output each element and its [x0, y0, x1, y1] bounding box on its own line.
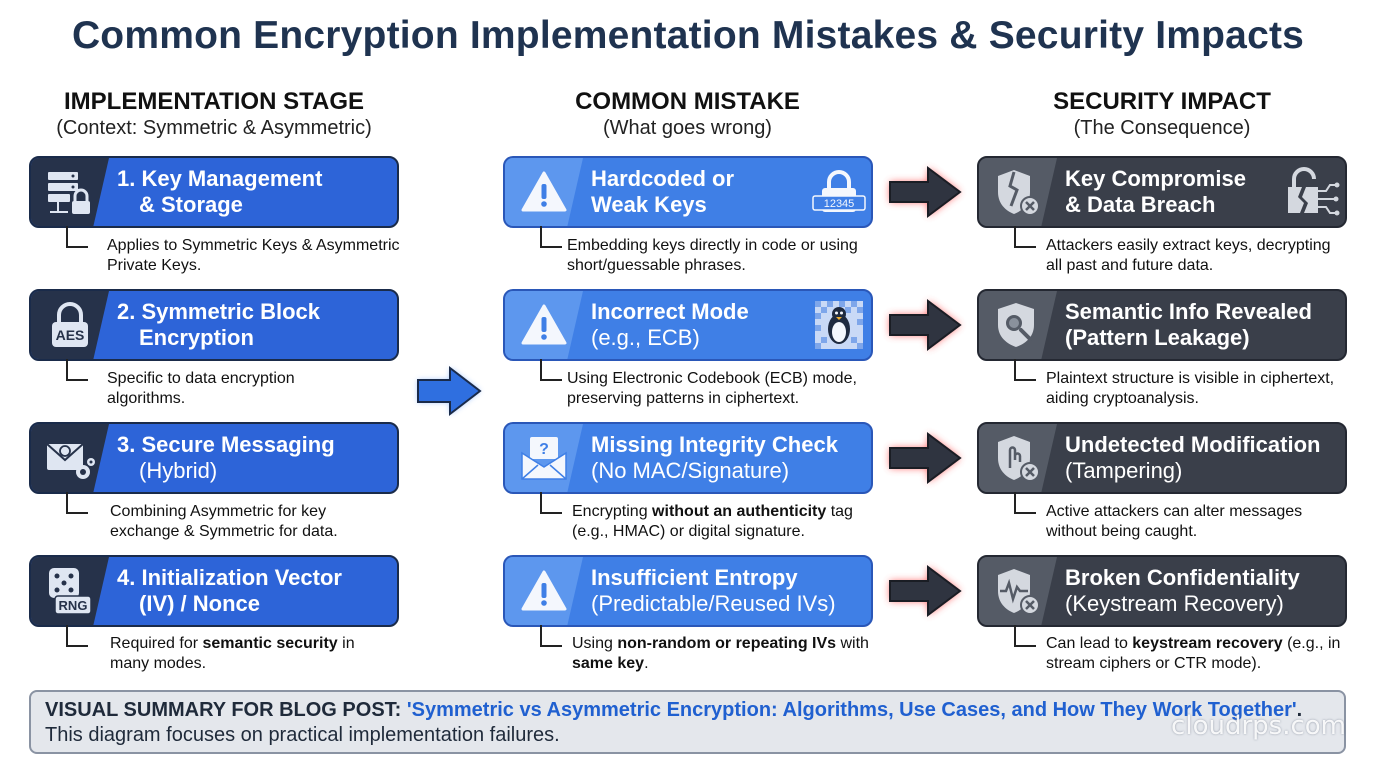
banner-line-2: This diagram focuses on practical implem…	[45, 724, 560, 746]
mistake-note: Using Electronic Codebook (ECB) mode, pr…	[567, 370, 857, 407]
connector-line	[1014, 492, 1036, 514]
column-heading: IMPLEMENTATION STAGE	[64, 88, 364, 115]
column-header-mistake: COMMON MISTAKE (What goes wrong)	[495, 88, 880, 140]
impact-box-semantic-info: Semantic Info Revealed (Pattern Leakage)	[977, 289, 1347, 361]
warning-icon	[505, 291, 583, 359]
svg-text:?: ?	[539, 441, 549, 458]
mistake-box-insufficient-entropy: Insufficient Entropy (Predictable/Reused…	[503, 555, 873, 627]
banner-line-1: VISUAL SUMMARY FOR BLOG POST: 'Symmetric…	[45, 699, 1303, 721]
connector-line	[66, 625, 88, 647]
dice-rng-icon: RNG	[31, 557, 109, 625]
impact-arrow-icon	[889, 432, 962, 484]
mistake-label: Insufficient Entropy (Predictable/Reused…	[591, 565, 836, 616]
broken-lock-circuit-icon	[1281, 158, 1345, 226]
connector-line	[540, 226, 562, 248]
impact-box-key-compromise: Key Compromise & Data Breach	[977, 156, 1347, 228]
padlock-code-icon: 12345	[807, 158, 871, 226]
email-gear-icon	[31, 424, 109, 492]
impact-box-broken-confidentiality: Broken Confidentiality (Keystream Recove…	[977, 555, 1347, 627]
mistake-note: Encrypting without an authenticity tag (…	[572, 503, 853, 540]
stage-box-key-management: 1. Key Management & Storage	[29, 156, 399, 228]
stage-note: Combining Asymmetric for key exchange & …	[110, 503, 338, 540]
stage-note: Applies to Symmetric Keys & Asymmetric P…	[107, 237, 400, 274]
warning-icon	[505, 557, 583, 625]
impact-label: Undetected Modification (Tampering)	[1065, 432, 1321, 483]
summary-banner: VISUAL SUMMARY FOR BLOG POST: 'Symmetric…	[29, 690, 1346, 754]
stage-note: Specific to data encryption algorithms.	[107, 370, 295, 407]
impact-box-undetected-modification: Undetected Modification (Tampering)	[977, 422, 1347, 494]
impact-arrow-icon	[889, 166, 962, 218]
column-subheading: (Context: Symmetric & Asymmetric)	[56, 117, 372, 139]
connector-line	[1014, 359, 1036, 381]
column-heading: COMMON MISTAKE	[575, 88, 800, 115]
stage-label: 3. Secure Messaging (Hybrid)	[117, 432, 335, 483]
stage-box-symmetric-block: AES 2. Symmetric Block Encryption	[29, 289, 399, 361]
stage-label: 4. Initialization Vector (IV) / Nonce	[117, 565, 342, 616]
shield-magnifier-icon	[979, 291, 1057, 359]
stage-box-iv-nonce: RNG 4. Initialization Vector (IV) / Nonc…	[29, 555, 399, 627]
mistake-note: Embedding keys directly in code or using…	[567, 237, 858, 274]
code-icon-text: 12345	[824, 198, 855, 210]
mistake-box-hardcoded-keys: Hardcoded or Weak Keys 12345	[503, 156, 873, 228]
connector-line	[66, 492, 88, 514]
shield-pulse-icon	[979, 557, 1057, 625]
connector-line	[1014, 625, 1036, 647]
column-subheading: (What goes wrong)	[603, 117, 772, 139]
impact-note: Active attackers can alter messages with…	[1046, 503, 1303, 540]
column-heading: SECURITY IMPACT	[1053, 88, 1271, 115]
column-header-stage: IMPLEMENTATION STAGE (Context: Symmetric…	[20, 88, 408, 140]
connector-line	[1014, 226, 1036, 248]
connector-line	[66, 226, 88, 248]
watermark: cloudrps.com	[1171, 711, 1346, 741]
impact-label: Broken Confidentiality (Keystream Recove…	[1065, 565, 1300, 616]
mistake-box-incorrect-mode: Incorrect Mode (e.g., ECB)	[503, 289, 873, 361]
stage-label: 2. Symmetric Block Encryption	[117, 299, 320, 350]
connector-line	[540, 625, 562, 647]
impact-label: Semantic Info Revealed (Pattern Leakage)	[1065, 299, 1312, 350]
column-header-impact: SECURITY IMPACT (The Consequence)	[972, 88, 1352, 140]
connector-line	[540, 359, 562, 381]
impact-arrow-icon	[889, 565, 962, 617]
mistake-box-missing-integrity: ? Missing Integrity Check (No MAC/Signat…	[503, 422, 873, 494]
mistake-label: Missing Integrity Check (No MAC/Signatur…	[591, 432, 838, 483]
rng-icon-text: RNG	[59, 598, 88, 613]
impact-note: Can lead to keystream recovery (e.g., in…	[1046, 635, 1341, 672]
diagram-title: Common Encryption Implementation Mistake…	[71, 14, 1305, 57]
aes-icon-text: AES	[56, 327, 85, 343]
stage-box-secure-messaging: 3. Secure Messaging (Hybrid)	[29, 422, 399, 494]
impact-note: Attackers easily extract keys, decryptin…	[1046, 237, 1331, 274]
ecb-penguin-icon	[807, 291, 871, 359]
shield-hand-icon	[979, 424, 1057, 492]
stage-note: Required for semantic security in many m…	[110, 635, 355, 672]
connector-line	[540, 492, 562, 514]
column-subheading: (The Consequence)	[1073, 117, 1251, 139]
flow-arrow-icon	[417, 365, 482, 417]
warning-icon	[505, 158, 583, 226]
server-lock-icon	[31, 158, 109, 226]
broken-shield-icon	[979, 158, 1057, 226]
mistake-label: Hardcoded or Weak Keys	[591, 166, 735, 217]
impact-note: Plaintext structure is visible in cipher…	[1046, 370, 1335, 407]
question-envelope-icon: ?	[505, 424, 583, 492]
aes-lock-icon: AES	[31, 291, 109, 359]
impact-arrow-icon	[889, 299, 962, 351]
stage-label: 1. Key Management & Storage	[117, 166, 323, 217]
connector-line	[66, 359, 88, 381]
mistake-label: Incorrect Mode (e.g., ECB)	[591, 299, 749, 350]
mistake-note: Using non-random or repeating IVs with s…	[572, 635, 869, 672]
impact-label: Key Compromise & Data Breach	[1065, 166, 1246, 217]
